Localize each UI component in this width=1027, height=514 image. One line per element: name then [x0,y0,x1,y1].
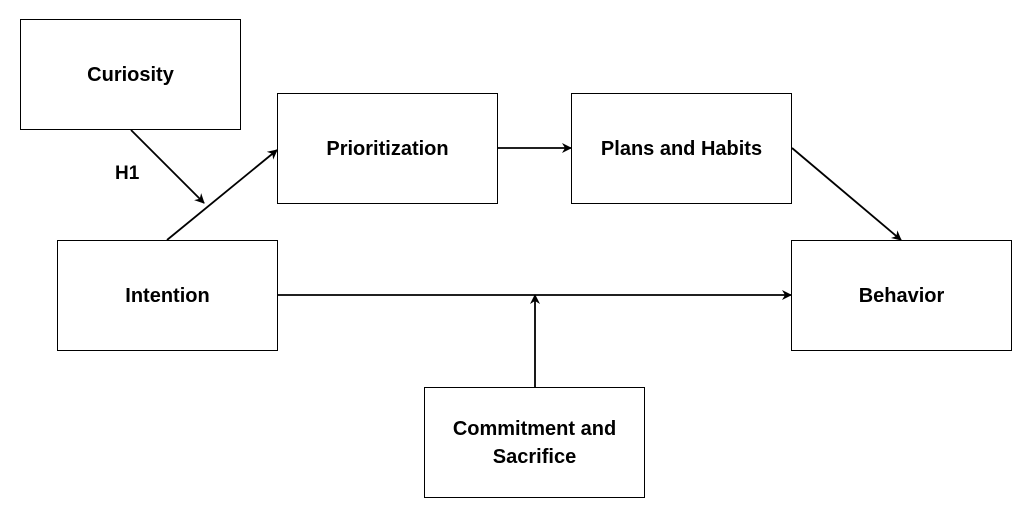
edge-intention-to-prioritization [166,149,278,241]
node-commitment-label: Commitment and Sacrifice [453,415,616,471]
node-prioritization: Prioritization [277,93,498,204]
hypothesis-label-h1: H1 [115,163,140,184]
node-commitment-label-line2: Sacrifice [492,445,577,468]
node-commitment-label-line1: Commitment and [452,417,617,440]
node-intention-label: Intention [125,284,210,307]
node-plans-and-habits-label: Plans and Habits [600,137,763,160]
edge-curiosity-h1 [130,129,205,204]
node-commitment-and-sacrifice: Commitment and Sacrifice [424,387,645,498]
node-curiosity-label: Curiosity [87,63,174,86]
node-plans-and-habits: Plans and Habits [571,93,792,204]
node-behavior-label: Behavior [858,284,945,307]
edge-plans-to-behavior [791,147,902,241]
node-behavior: Behavior [791,240,1012,351]
node-intention: Intention [57,240,278,351]
node-prioritization-label: Prioritization [326,137,449,160]
node-curiosity: Curiosity [20,19,241,130]
